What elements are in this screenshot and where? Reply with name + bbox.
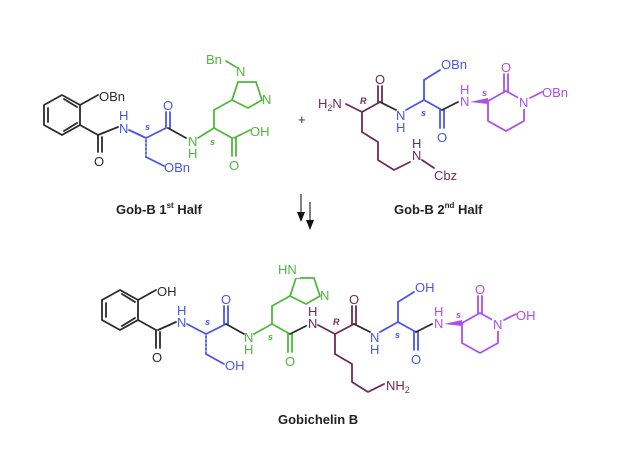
label-nh2: NH2 (386, 378, 410, 395)
label-o: O (349, 292, 359, 307)
label-obn-aryl: OBn (99, 89, 125, 104)
label-h: H (177, 303, 186, 318)
label-oh: OH (250, 124, 270, 139)
label-h: H (370, 342, 379, 357)
label-n: N (320, 288, 329, 303)
double-down-arrow-icon (297, 194, 314, 230)
label-n1: N (236, 64, 245, 79)
label-h: H (119, 108, 128, 123)
label-n: N (434, 316, 443, 331)
label-h: H (460, 82, 469, 97)
stereo-label-s: s (145, 122, 150, 132)
stereo-label-s: s (205, 317, 210, 327)
label-oh: OH (225, 358, 245, 373)
label-o: O (221, 292, 231, 307)
label-h: H (308, 304, 317, 319)
product-gobichelin-b: OH O H N s O OH N H s O HN N H (101, 262, 536, 395)
label-oh: OH (415, 280, 435, 295)
stereo-label-s: s (482, 88, 487, 98)
label-o: O (229, 158, 239, 173)
label-obn-ser: OBn (164, 160, 190, 175)
label-ring-n: N (493, 317, 502, 332)
reactant-gob-b-2nd-half: H2N R O N H Cbz N H s OBn O H N s O (318, 57, 568, 183)
stereo-label-r: R (360, 96, 367, 106)
stereo-label-s: s (210, 137, 215, 147)
label-o-amide-1: O (94, 154, 104, 169)
stereo-label-s: s (268, 332, 273, 342)
label-n: N (177, 315, 186, 330)
label-h: H (396, 120, 405, 135)
label-o: O (475, 282, 485, 297)
stereo-label-s: s (395, 330, 400, 340)
wedge-bond (470, 98, 488, 104)
label-ring-n: N (519, 95, 528, 110)
label-oh-phenol: OH (157, 284, 177, 299)
reactant-gob-b-1st-half: OBn O H N s O OBn N H s O OH N (43, 52, 271, 175)
label-h: H (244, 342, 253, 357)
label-cbz: Cbz (434, 168, 457, 183)
label-oh: OH (516, 308, 536, 323)
stereo-label-r: R (333, 317, 340, 327)
label-bn: Bn (206, 52, 222, 67)
label-n-eps: N (412, 148, 421, 163)
label-n: N (396, 108, 405, 123)
stereo-label-s: s (421, 108, 426, 118)
label-o: O (152, 350, 162, 365)
label-o: O (501, 60, 511, 75)
label-h: H (434, 304, 443, 319)
label-h2n: H2N (318, 96, 342, 113)
label-o: O (437, 130, 447, 145)
wedge-bond (444, 320, 462, 326)
caption-gob-b-2nd-half: Gob-B 2nd Half (394, 201, 483, 217)
caption-gobichelin-b: Gobichelin B (278, 412, 358, 427)
label-n: N (188, 134, 197, 149)
label-n3: N (262, 92, 271, 107)
label-obn: OBn (441, 57, 467, 72)
label-o: O (375, 72, 385, 87)
label-n: N (370, 330, 379, 345)
label-o: O (163, 98, 173, 113)
label-o: O (411, 352, 421, 367)
benzene-ring (43, 94, 81, 136)
stereo-label-s: s (456, 310, 461, 320)
label-n: N (460, 94, 469, 109)
plus-sign: + (298, 112, 306, 127)
label-h: H (188, 146, 197, 161)
label-obn: OBn (542, 85, 568, 100)
label-n: N (244, 330, 253, 345)
label-hn: HN (278, 262, 297, 277)
caption-gob-b-1st-half: Gob-B 1st Half (116, 201, 203, 217)
label-o: O (285, 354, 295, 369)
label-h-eps: H (412, 136, 421, 151)
label-n: N (119, 121, 128, 136)
label-n: N (308, 316, 317, 331)
